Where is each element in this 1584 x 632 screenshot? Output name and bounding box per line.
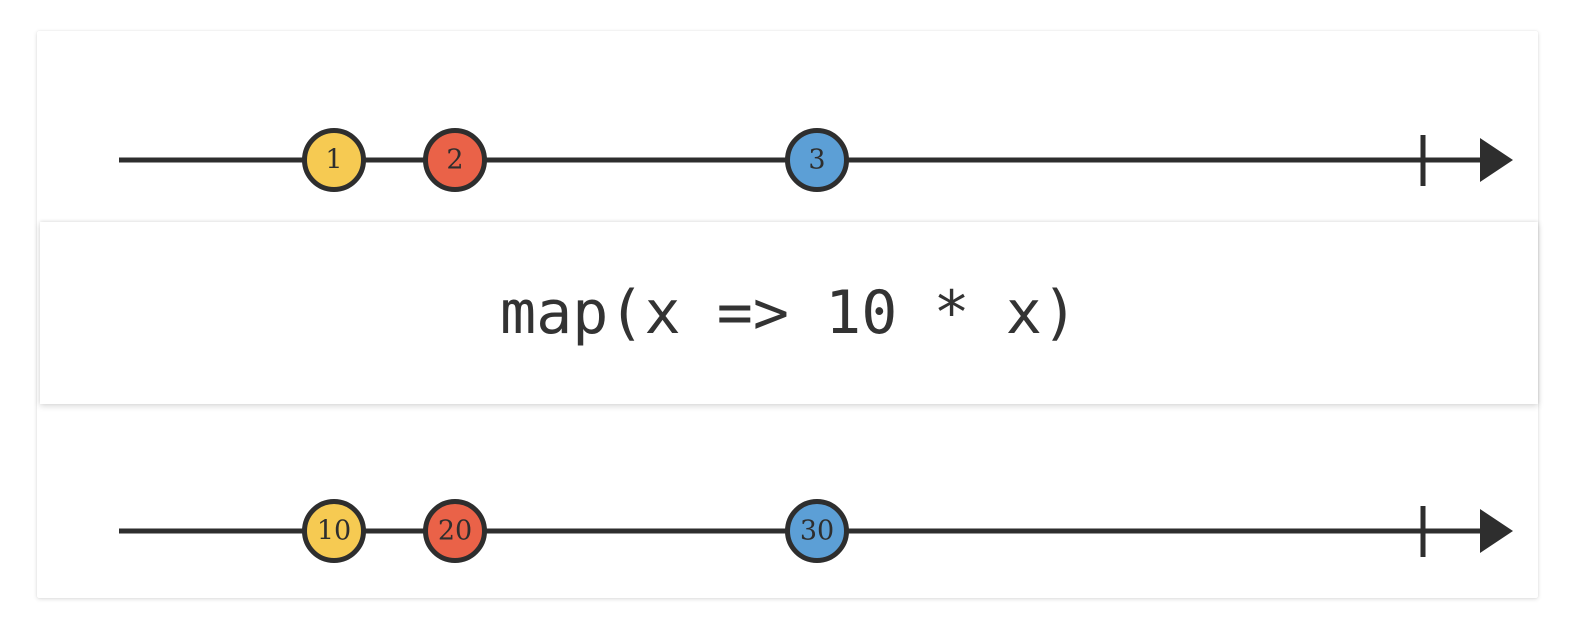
output-marble-10-circle [302, 499, 366, 563]
input-marble-1-circle [302, 128, 366, 192]
output-marble-20-label: 20 [438, 516, 472, 547]
output-marble-10[interactable]: 10 [302, 499, 366, 563]
output-marble-20[interactable]: 20 [423, 499, 487, 563]
input-marble-3[interactable]: 3 [785, 128, 849, 192]
output-marble-20-circle [423, 499, 487, 563]
input-marble-2-circle [423, 128, 487, 192]
input-marble-3-label: 3 [808, 145, 825, 176]
output-marble-10-label: 10 [317, 516, 351, 547]
output-arrow-head-icon [1480, 509, 1513, 553]
output-marble-30[interactable]: 30 [785, 499, 849, 563]
input-marble-1-label: 1 [325, 145, 342, 176]
output-marble-30-label: 30 [800, 516, 834, 547]
output-timeline: 10 20 30 [37, 398, 1538, 598]
operator-label: map(x => 10 * x) [500, 278, 1078, 348]
output-timeline-svg: 10 20 30 [119, 499, 1513, 563]
input-arrow-head-icon [1480, 138, 1513, 182]
input-marble-1[interactable]: 1 [302, 128, 366, 192]
input-timeline: 1 2 3 [37, 31, 1538, 231]
input-marble-2-label: 2 [446, 145, 463, 176]
input-timeline-svg: 1 2 3 [119, 128, 1513, 192]
output-marble-30-circle [785, 499, 849, 563]
input-marble-2[interactable]: 2 [423, 128, 487, 192]
operator-box: map(x => 10 * x) [40, 222, 1538, 404]
input-marble-3-circle [785, 128, 849, 192]
